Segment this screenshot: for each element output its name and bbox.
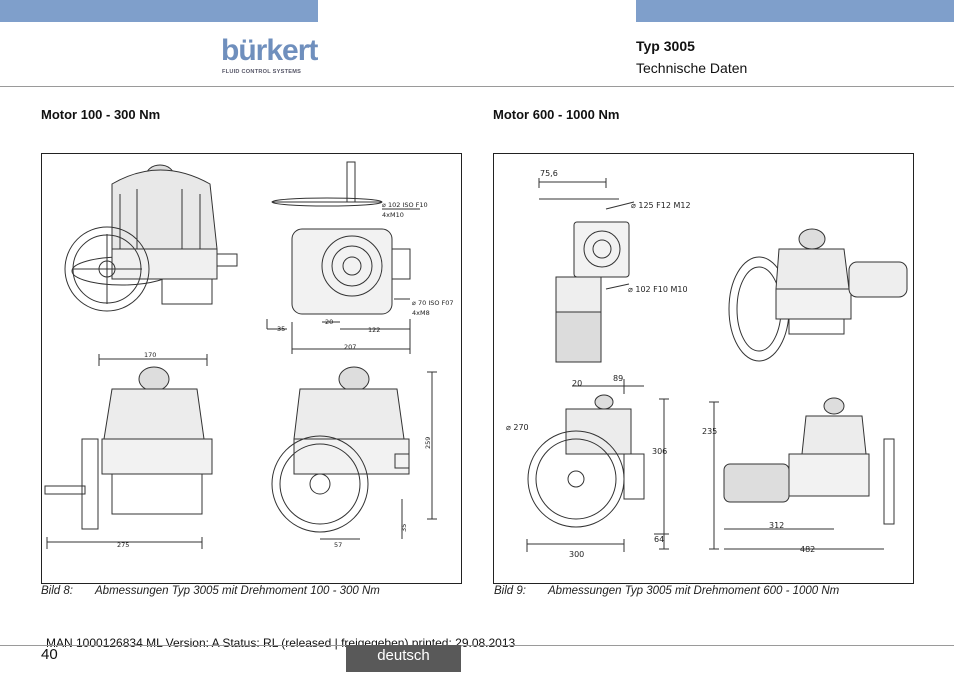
dim-300: 300 bbox=[569, 550, 584, 559]
actuator-side-view bbox=[709, 397, 895, 550]
dim-35: 35 bbox=[277, 325, 285, 333]
figure-caption-label: Bild 8: bbox=[41, 585, 73, 597]
actuator-side-view bbox=[271, 366, 437, 540]
actuator-top-view bbox=[266, 161, 420, 354]
header-divider bbox=[0, 86, 954, 87]
dimension-drawing-motor-100-300: ⌀ 102 ISO F10 4xM10 ⌀ 70 ISO F07 4xM8 35… bbox=[44, 161, 454, 549]
dim-75-6: 75,6 bbox=[540, 169, 558, 178]
drawing-frame-motor-600-1000: 75,6 ⌀ 125 F12 M12 ⌀ 102 F10 M10 20 89 ⌀… bbox=[493, 153, 914, 584]
figure-caption-9: Bild 9: Abmessungen Typ 3005 mit Drehmome… bbox=[494, 585, 839, 597]
actuator-isometric-view bbox=[728, 228, 908, 362]
dim-f10-m10: ⌀ 102 F10 M10 bbox=[628, 285, 688, 294]
dim-259: 259 bbox=[424, 437, 432, 449]
dim-207: 207 bbox=[344, 343, 356, 351]
figure-caption-label: Bild 9: bbox=[494, 585, 526, 597]
actuator-isometric-view bbox=[64, 164, 238, 312]
figure-caption-8: Bild 8: Abmessungen Typ 3005 mit Drehmome… bbox=[41, 585, 380, 597]
document-subtitle: Technische Daten bbox=[636, 60, 748, 76]
section-title-right: Motor 600 - 1000 Nm bbox=[493, 107, 620, 122]
dim-64: 64 bbox=[654, 535, 664, 544]
dim-89: 89 bbox=[613, 374, 623, 383]
dim-306: 306 bbox=[652, 447, 667, 456]
actuator-front-view bbox=[44, 354, 213, 549]
dim-270: ⌀ 270 bbox=[506, 423, 529, 432]
flange-top-view bbox=[538, 178, 635, 363]
figure-caption-text: Abmessungen Typ 3005 mit Drehmoment 600 … bbox=[548, 585, 840, 597]
dim-275: 275 bbox=[117, 541, 129, 549]
page-number: 40 bbox=[41, 646, 58, 663]
brand-tagline: FLUID CONTROL SYSTEMS bbox=[222, 69, 302, 75]
dim-20: 20 bbox=[572, 379, 582, 388]
language-tab: deutsch bbox=[346, 645, 461, 672]
header-accent-bar-right bbox=[636, 0, 954, 22]
dim-iso-f07: ⌀ 70 ISO F07 bbox=[412, 299, 454, 307]
dim-4xm8: 4xM8 bbox=[412, 309, 430, 317]
header-accent-bar-left bbox=[0, 0, 318, 22]
drawing-frame-motor-100-300: ⌀ 102 ISO F10 4xM10 ⌀ 70 ISO F07 4xM8 35… bbox=[41, 153, 462, 584]
brand-wordmark: bürkert bbox=[221, 34, 318, 67]
brand-logo: bürkert FLUID CONTROL SYSTEMS bbox=[221, 34, 321, 80]
dim-170: 170 bbox=[144, 351, 156, 359]
dim-20: 20 bbox=[325, 318, 333, 326]
dim-iso-f10: ⌀ 102 ISO F10 bbox=[382, 201, 428, 209]
dim-4xm10: 4xM10 bbox=[382, 211, 404, 219]
actuator-front-view bbox=[526, 379, 669, 552]
dim-122: 122 bbox=[368, 326, 380, 334]
figure-caption-text: Abmessungen Typ 3005 mit Drehmoment 100 … bbox=[95, 585, 380, 597]
dim-312: 312 bbox=[769, 521, 784, 530]
footer-divider bbox=[0, 645, 954, 646]
dim-f12-m12: ⌀ 125 F12 M12 bbox=[631, 201, 691, 210]
dim-235: 235 bbox=[702, 427, 717, 436]
dimension-drawing-motor-600-1000: 75,6 ⌀ 125 F12 M12 ⌀ 102 F10 M10 20 89 ⌀… bbox=[506, 169, 908, 559]
dim-482: 482 bbox=[800, 545, 815, 554]
dim-35-vertical: 35 bbox=[400, 524, 408, 532]
section-title-left: Motor 100 - 300 Nm bbox=[41, 107, 161, 122]
dim-57: 57 bbox=[334, 541, 342, 549]
document-title: Typ 3005 bbox=[636, 38, 695, 54]
